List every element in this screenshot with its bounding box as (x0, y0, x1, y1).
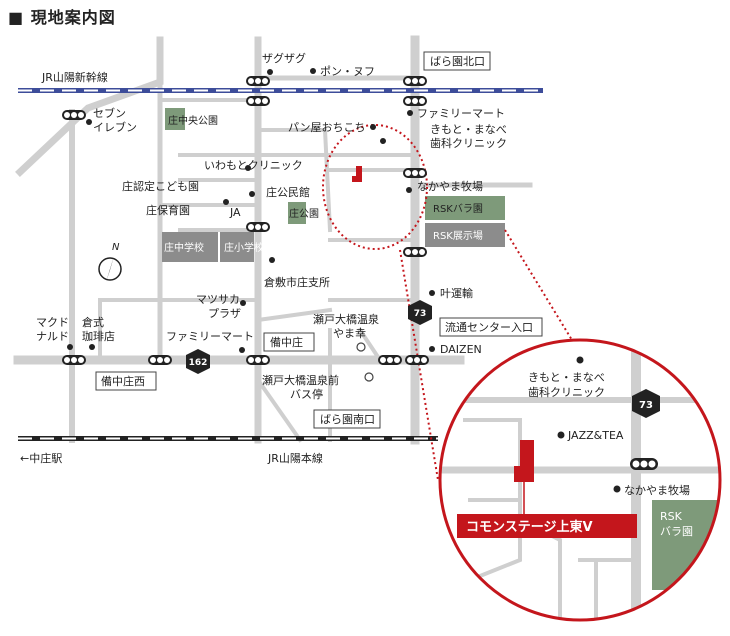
kura-label-2: 珈琲店 (82, 329, 115, 343)
sanyo-main-line (18, 436, 438, 441)
shogakko-label: 庄小学校 (224, 241, 264, 254)
chugakko-label: 庄中学校 (164, 241, 204, 254)
inset-signal (630, 458, 658, 470)
sho-park-area (288, 202, 306, 224)
station-arrow-label: ←中庄駅 (20, 451, 62, 465)
barakita-label: ばら園北口 (430, 55, 485, 68)
iwamoto-label: いわもとクリニック (204, 159, 303, 172)
shochu-park-label: 庄中央公園 (168, 114, 218, 127)
barakita-box (423, 51, 491, 71)
pon-label: ポン・ヌフ (320, 65, 375, 78)
page-title: ■ 現地案内図 (8, 8, 116, 27)
bus-label-2: バス停 (290, 387, 323, 401)
route-73-shield: 73 (408, 300, 432, 325)
inset-poi-dots (557, 356, 621, 493)
route-162-shield: 162 (186, 349, 210, 374)
inset-route-73-shield: 73 (632, 389, 660, 418)
inset-route-73-label: 73 (639, 400, 653, 411)
bicchu-label: 備中庄 (270, 335, 303, 349)
nakayama-label: なかやま牧場 (417, 179, 483, 193)
seto-label-1: 瀬戸大橋温泉 (313, 312, 379, 326)
baraminami-box (313, 409, 381, 429)
poi-dots (67, 68, 435, 353)
family-top-label: ファミリーマート (417, 107, 505, 120)
inset-nakayama-label: なかやま牧場 (624, 483, 690, 497)
rsk-ten-area (425, 223, 505, 247)
matsusaka-label-1: マツサカ (196, 293, 240, 306)
kura-label-1: 倉式 (82, 315, 104, 329)
highlight-ellipse (322, 124, 428, 250)
compass-label: N (112, 242, 120, 253)
inset-map: 73 きもと・まなべ 歯科クリニック JAZZ&TEA なかやま牧場 RSK バ… (438, 338, 722, 622)
inset-kimoto-label-1: きもと・まなべ (528, 371, 605, 384)
sho-park-label: 庄公園 (289, 207, 319, 220)
ryutsu-label: 流通センター入口 (445, 320, 533, 334)
hoiku-label: 庄保育園 (146, 203, 190, 217)
traffic-signals (62, 76, 429, 365)
ryutsu-box (439, 317, 543, 337)
shochu-park-area (165, 108, 185, 130)
compass-north-icon (98, 256, 122, 282)
inset-rsk-label-2: バラ園 (660, 525, 693, 538)
bicchunishi-label: 備中庄西 (101, 374, 145, 388)
property-name-badge (457, 514, 637, 538)
bus-stop-icon (364, 372, 374, 382)
route-162-label: 162 (189, 358, 208, 368)
mac-label-1: マクド (36, 316, 69, 329)
hot-spring-icon (356, 342, 366, 352)
kimoto-label-1: きもと・まなべ (430, 123, 507, 136)
shinkansen-label: JR山陽新幹線 (41, 70, 108, 84)
property-name-label: コモンステージ上東Ⅴ (466, 519, 593, 535)
rsk-bara-area (425, 196, 505, 220)
ja-label: JA (229, 206, 241, 219)
daizen-label: DAIZEN (440, 343, 482, 356)
inset-property-marker (514, 440, 534, 482)
mac-label-2: ナルド (36, 330, 69, 343)
zagu-label: ザグザグ (262, 51, 306, 65)
kanou-label: 叶運輸 (440, 286, 473, 300)
matsusaka-label-2: プラザ (208, 307, 241, 320)
kodomo-label: 庄認定こども園 (122, 179, 199, 193)
main-line-label: JR山陽本線 (267, 451, 323, 465)
rsk-ten-label: RSK展示場 (433, 229, 483, 242)
property-marker (352, 166, 362, 182)
inset-kimoto-label-2: 歯科クリニック (528, 385, 605, 399)
bicchu-box (263, 332, 315, 352)
inset-jazz-label: JAZZ&TEA (567, 429, 624, 442)
panya-label: パン屋おちこち (288, 121, 366, 134)
seto-label-2: やま幸 (333, 327, 366, 340)
shogakko-area (220, 232, 254, 262)
shisho-label: 倉敷市庄支所 (264, 275, 330, 289)
route-73-label: 73 (414, 309, 427, 319)
shinkansen-line (18, 88, 543, 93)
family-mid-label: ファミリーマート (166, 330, 254, 343)
inset-rsk-label-1: RSK (660, 510, 683, 523)
bus-label-1: 瀬戸大橋温泉前 (262, 373, 339, 387)
kominkan-label: 庄公民館 (266, 185, 310, 199)
rsk-bara-label: RSKバラ園 (433, 203, 483, 215)
baraminami-label: ばら園南口 (320, 413, 375, 426)
kimoto-label-2: 歯科クリニック (430, 136, 507, 150)
seven-label-2: イレブン (93, 120, 137, 134)
seven-label-1: セブン (93, 106, 126, 120)
bicchunishi-box (95, 371, 157, 391)
chugakko-area (162, 232, 218, 262)
map-labels: JR山陽新幹線 ザグザグ ポン・ヌフ セブン イレブン 庄中央公園 ファミリーマ… (20, 51, 507, 465)
